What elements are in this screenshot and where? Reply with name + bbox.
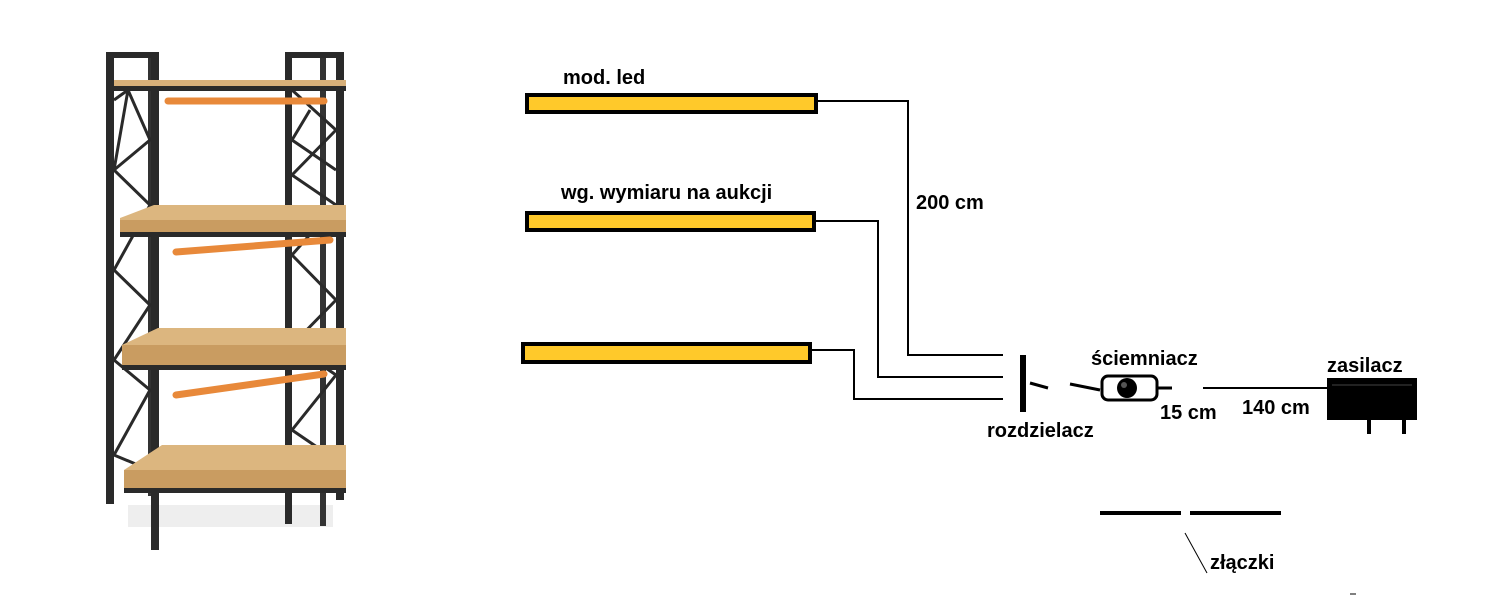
label-length-140: 140 cm — [1242, 397, 1310, 419]
splitter-icon — [1020, 355, 1026, 412]
label-length-200: 200 cm — [916, 192, 984, 214]
label-led-module: mod. led — [563, 67, 645, 89]
connector-pointer — [1184, 532, 1208, 574]
wire-strip-2 — [814, 220, 1003, 378]
dimmer-icon — [1100, 374, 1159, 402]
led-strip-3 — [521, 342, 812, 364]
wire-strip-1 — [816, 100, 1003, 356]
bookshelf-illustration — [106, 52, 346, 550]
led-strip-2 — [525, 211, 816, 232]
led-strip-1 — [525, 93, 818, 114]
power-supply-icon — [1327, 378, 1417, 434]
label-dimmer: ściemniacz — [1091, 348, 1198, 370]
label-length-15: 15 cm — [1160, 402, 1217, 424]
label-splitter: rozdzielacz — [987, 420, 1094, 442]
wire-strip-3 — [810, 349, 1003, 400]
label-connectors: złączki — [1210, 552, 1274, 574]
label-dimension-note: wg. wymiaru na aukcji — [560, 182, 772, 204]
label-power-supply: zasilacz — [1327, 355, 1403, 377]
